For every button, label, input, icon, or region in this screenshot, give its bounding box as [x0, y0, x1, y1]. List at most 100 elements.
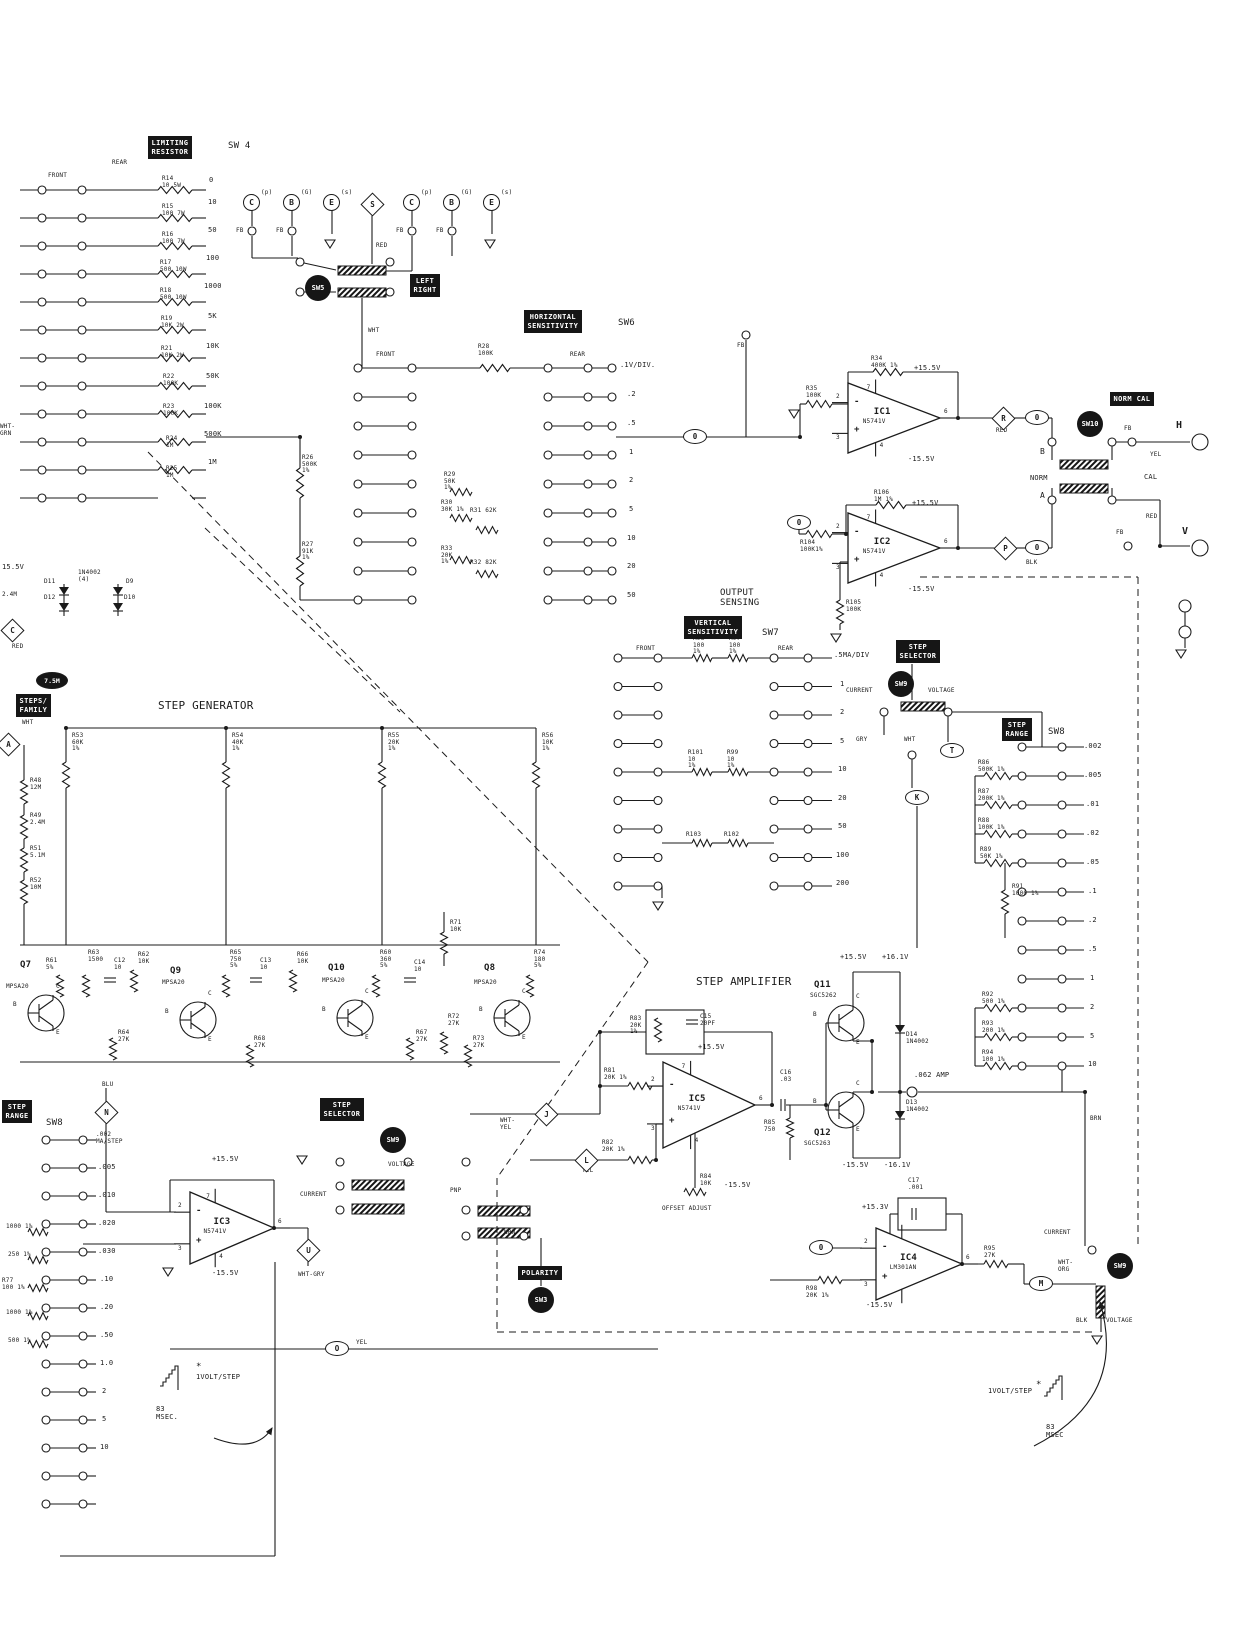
schematic-label: REAR — [778, 645, 794, 652]
switch-contact — [607, 363, 617, 373]
schematic-label: .005 — [1084, 771, 1102, 779]
switch-contact — [78, 1443, 88, 1453]
connector-tag: 0 — [1025, 410, 1049, 425]
schematic-label: 100 — [206, 254, 220, 262]
schematic-label: 1000 — [204, 282, 222, 290]
switch-contact — [1107, 437, 1117, 447]
schematic-label: R89 50K 1% — [980, 846, 1003, 860]
section-tag: NORM CAL — [1110, 392, 1154, 407]
switch-contact — [1057, 1003, 1067, 1013]
ic-part: LM301AN — [889, 1264, 917, 1271]
switch-contact — [407, 392, 417, 402]
schematic-label: OUTPUT SENSING — [720, 588, 760, 609]
pin-number: 2 — [864, 1238, 868, 1246]
schematic-label: R60 360 5% — [380, 949, 392, 970]
switch-contact — [613, 795, 623, 806]
ic-part: N5741V — [203, 1228, 227, 1235]
schematic-label: FB — [436, 227, 444, 234]
schematic-label: R91 1000 1% — [1012, 883, 1039, 897]
schematic-label: R93 200 1% — [982, 1020, 1005, 1034]
wire-tag-letter: N — [103, 1107, 109, 1117]
section-tag: VERTICAL SENSITIVITY — [684, 616, 742, 640]
schematic-label: C12 10 — [114, 957, 126, 971]
switch-contact — [353, 595, 363, 605]
pin-number: 6 — [944, 408, 948, 415]
switch-contact — [769, 852, 779, 863]
switch-contact — [403, 1157, 413, 1167]
schematic-label: R14 10 5W — [162, 175, 182, 189]
schematic-label: SGC5262 — [810, 992, 837, 999]
switch-contact — [583, 363, 593, 373]
switch-contact — [653, 824, 663, 834]
schematic-label: CURRENT — [300, 1191, 327, 1198]
ic-part: N5741V — [862, 548, 886, 555]
switch-contact — [78, 1387, 88, 1397]
schematic-label: 1N4002 (4) — [78, 569, 101, 583]
schematic-label: RED — [12, 643, 24, 650]
emitter-letter: E — [856, 1126, 860, 1133]
schematic-label: 50 — [627, 591, 636, 599]
switch-contact — [607, 479, 617, 489]
schematic-label: .01 — [1086, 800, 1100, 808]
switch-contact — [519, 1205, 529, 1215]
junction-dot — [844, 532, 848, 536]
schematic-label: SGC5263 — [804, 1140, 831, 1147]
junction-dot — [380, 726, 384, 730]
switch-contact — [77, 185, 87, 195]
schematic-label: R74 180 5% — [534, 949, 546, 970]
schematic-label: R62 10K — [138, 951, 150, 965]
schematic-label: -15.5V — [212, 1269, 239, 1277]
switch-contact — [37, 353, 47, 363]
switch-contact — [543, 421, 553, 431]
schematic-label: .50 — [100, 1331, 114, 1339]
switch-contact — [583, 595, 593, 605]
switch-contact — [1057, 887, 1067, 897]
schematic-label: .1V/DIV. — [620, 361, 656, 369]
switch-contact — [769, 681, 779, 692]
schematic-label: * — [196, 1362, 202, 1372]
inverting-input-sign: - — [669, 1080, 675, 1091]
noninverting-input-sign: + — [854, 555, 860, 566]
switch-contact — [41, 1331, 51, 1341]
switch-contact — [769, 710, 779, 720]
schematic-label: 50 — [838, 822, 847, 830]
schematic-label: R61 5% — [46, 957, 58, 971]
wire-tag-diamond: S — [359, 191, 385, 217]
schematic-label: 10K — [206, 342, 220, 350]
junction-dot — [598, 1084, 602, 1088]
switch-contact — [653, 767, 663, 777]
schematic-label: Q12 — [814, 1128, 831, 1138]
section-tag: HORIZONTAL SENSITIVITY — [524, 310, 582, 334]
schematic-label: VOLTAGE — [928, 687, 955, 694]
section-tag: STEP RANGE — [2, 1100, 33, 1124]
switch-contact — [78, 1303, 88, 1313]
junction-dot — [598, 1030, 602, 1034]
schematic-label: R95 27K — [984, 1245, 996, 1259]
schematic-label: 0 — [209, 176, 214, 184]
emitter-letter: E — [56, 1029, 60, 1036]
switch-contact — [803, 710, 813, 720]
switch-contact — [37, 465, 47, 475]
schematic-label: .02 — [1086, 829, 1100, 837]
schematic-label: Q10 — [328, 963, 345, 973]
schematic-label: STEP AMPLIFIER — [696, 975, 792, 988]
schematic-label: 2 — [102, 1387, 107, 1395]
switch-contact — [78, 1163, 88, 1173]
schematic-label: 10 — [208, 198, 217, 206]
pin-number: 7 — [866, 384, 871, 391]
schematic-label: 1000 1% — [6, 1309, 33, 1316]
schematic-label: 100 — [836, 851, 850, 859]
schematic-label: WHT- YEL — [500, 1117, 516, 1131]
switch-contact — [77, 325, 87, 335]
schematic-label: SW7 — [762, 628, 779, 638]
schematic-label: .010 — [98, 1191, 116, 1199]
junction-dot — [956, 416, 960, 420]
switch-contact — [41, 1247, 51, 1257]
terminal-circle — [407, 226, 417, 236]
switch-contact — [37, 269, 47, 279]
schematic-label: C13 10 — [260, 957, 272, 971]
switch-contact — [543, 392, 553, 402]
switch-contact — [78, 1471, 88, 1481]
base-letter: B — [165, 1008, 169, 1015]
schematic-label: 5 — [102, 1415, 107, 1423]
